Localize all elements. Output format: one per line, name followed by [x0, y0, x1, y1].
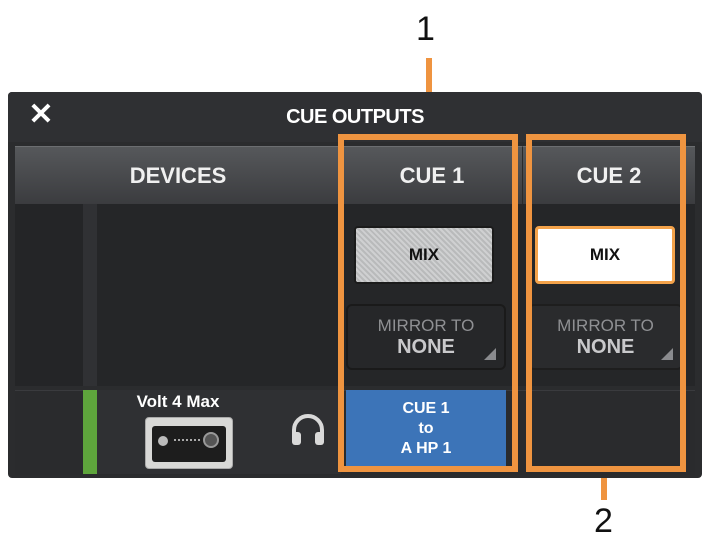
close-x-icon[interactable]: ✕: [28, 98, 54, 131]
cue1-mix-button[interactable]: MIX: [354, 226, 494, 284]
row-gutter: [15, 204, 83, 386]
cue2-mix-button[interactable]: MIX: [535, 226, 675, 284]
route-line-1: CUE 1: [402, 400, 450, 417]
cue2-mirror-label: MIRROR TO: [557, 316, 654, 335]
column-header-cue2: CUE 2: [522, 146, 695, 204]
cue1-mirror-dropdown[interactable]: MIRROR TO NONE: [346, 304, 506, 370]
cue1-mirror-value: NONE: [397, 336, 455, 358]
device-active-indicator: [83, 390, 97, 474]
dropdown-corner-icon: [484, 348, 496, 360]
headphones-icon: [292, 414, 324, 445]
route-line-3: A HP 1: [400, 440, 452, 457]
cue-outputs-window: ✕ CUE OUTPUTS DEVICES CUE 1 CUE 2 MIX MI…: [8, 92, 702, 478]
window-title: CUE OUTPUTS: [286, 106, 424, 128]
route-line-2: to: [418, 420, 434, 437]
cue2-mirror-value: NONE: [576, 336, 635, 358]
callout-number-2: 2: [594, 502, 613, 540]
dropdown-corner-icon: [661, 348, 673, 360]
column-header-cue1: CUE 1: [341, 146, 522, 204]
cue2-mirror-dropdown[interactable]: MIRROR TO NONE: [528, 304, 683, 370]
callout-number-1: 1: [416, 10, 435, 48]
row-indicator-strip: [83, 204, 97, 386]
title-bar: ✕ CUE OUTPUTS: [8, 92, 702, 142]
cue1-mirror-label: MIRROR TO: [377, 316, 475, 335]
column-header-devices: DEVICES: [15, 146, 341, 204]
audio-interface-icon: [145, 417, 233, 469]
cue1-route-cell[interactable]: CUE 1 to A HP 1: [346, 390, 506, 471]
device-name: Volt 4 Max: [136, 392, 220, 411]
callout-line-2: [601, 470, 607, 500]
